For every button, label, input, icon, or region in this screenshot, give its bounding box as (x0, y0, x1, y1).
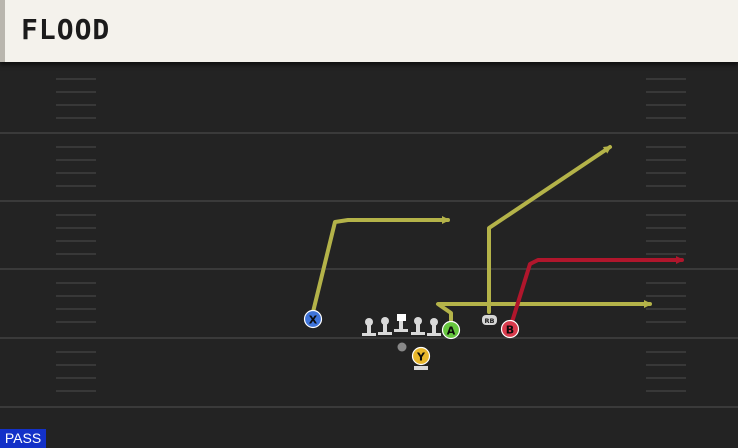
route-rb-post (487, 145, 612, 314)
yard-lines (0, 132, 738, 408)
player-rb[interactable]: RB (482, 315, 497, 325)
route-x-corner (311, 216, 450, 314)
lineman-lg-icon (378, 317, 392, 335)
play-header: FLOOD (0, 0, 738, 62)
lineman-rt-icon (427, 318, 441, 336)
quarterback-icon (397, 342, 407, 352)
hash-marks-left (56, 78, 96, 392)
lineman-lt-icon (362, 318, 376, 336)
player-y-stand-icon (414, 366, 428, 370)
play-title: FLOOD (21, 13, 111, 46)
lineman-rg-icon (411, 317, 425, 335)
player-x[interactable]: X (303, 309, 323, 329)
player-a-label: A (447, 325, 456, 338)
play-type-badge: PASS (0, 429, 46, 448)
player-y-label: Y (416, 351, 426, 364)
offensive-line (362, 314, 441, 336)
route-b-out (510, 256, 684, 324)
player-a[interactable]: A (441, 320, 461, 340)
player-x-label: X (309, 314, 318, 327)
hash-marks-right (646, 78, 686, 392)
route-a-flat (436, 300, 652, 324)
center-icon (394, 314, 408, 332)
player-b[interactable]: B (500, 319, 520, 339)
player-b-label: B (506, 324, 514, 337)
player-y[interactable]: Y (411, 346, 431, 371)
player-rb-label: RB (485, 317, 495, 325)
